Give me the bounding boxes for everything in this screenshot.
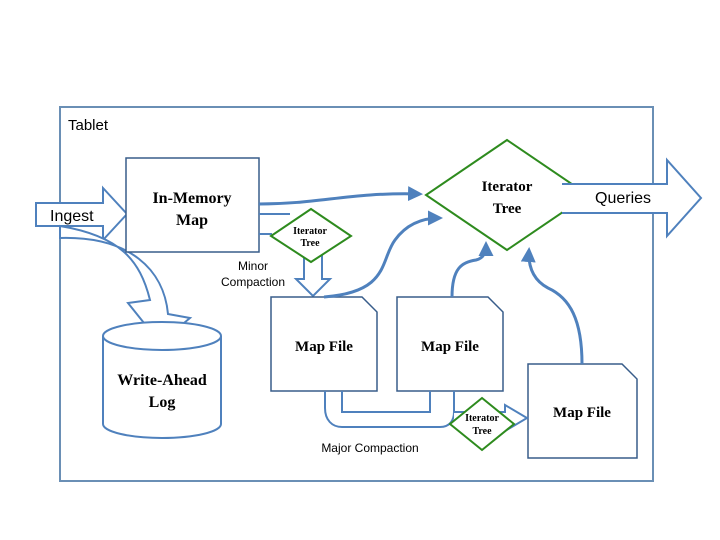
- minor-compaction-line1: Minor: [238, 259, 268, 273]
- map-file-3-label: Map File: [553, 405, 611, 421]
- memory-to-minor-iterator-line: [259, 213, 290, 235]
- write-ahead-log-line2: Log: [149, 394, 176, 411]
- mapfile3-to-iterator-arrow: [520, 247, 584, 365]
- ingest-label: Ingest: [50, 208, 94, 225]
- tablet-frame: [59, 106, 654, 482]
- mapfile1-to-iterator-arrow: [323, 210, 443, 299]
- major-compaction-pipe: [324, 391, 455, 428]
- log-write-arrow: [59, 224, 193, 345]
- iterator-tree-line2: Tree: [493, 201, 522, 217]
- major-iterator-tree-diamond: [448, 396, 516, 452]
- ingest-arrow: [35, 185, 129, 243]
- major-compaction-label: Major Compaction: [321, 441, 418, 455]
- iterator-tree-diamond: [424, 138, 590, 252]
- minor-compaction-line2: Compaction: [221, 275, 285, 289]
- major-iterator-tree-line1: Iterator: [465, 413, 499, 424]
- map-file-3: [527, 363, 638, 459]
- map-file-2: [396, 296, 504, 392]
- write-ahead-log-line1: Write-Ahead: [117, 372, 207, 389]
- map-file-1-label: Map File: [295, 339, 353, 355]
- minor-iterator-tree-line2: Tree: [300, 238, 320, 249]
- in-memory-map-line1: In-Memory: [152, 190, 231, 207]
- map-file-1: [270, 296, 378, 392]
- in-memory-map-line2: Map: [176, 212, 208, 229]
- queries-label: Queries: [595, 190, 651, 207]
- write-ahead-log: Write-Ahead Log: [102, 321, 222, 439]
- queries-arrow: [562, 157, 703, 239]
- in-memory-map-box: [125, 157, 260, 253]
- iterator-tree-line1: Iterator: [482, 179, 533, 195]
- mapfile2-to-iterator-arrow: [450, 241, 494, 298]
- minor-compaction-arrow: [293, 255, 333, 298]
- memory-to-iterator-arrow: [258, 186, 423, 206]
- major-iterator-tree-line2: Tree: [472, 426, 492, 437]
- minor-iterator-tree-line1: Iterator: [293, 226, 327, 237]
- minor-iterator-tree-diamond: [269, 207, 353, 264]
- map-file-2-label: Map File: [421, 339, 479, 355]
- tablet-label: Tablet: [68, 117, 109, 134]
